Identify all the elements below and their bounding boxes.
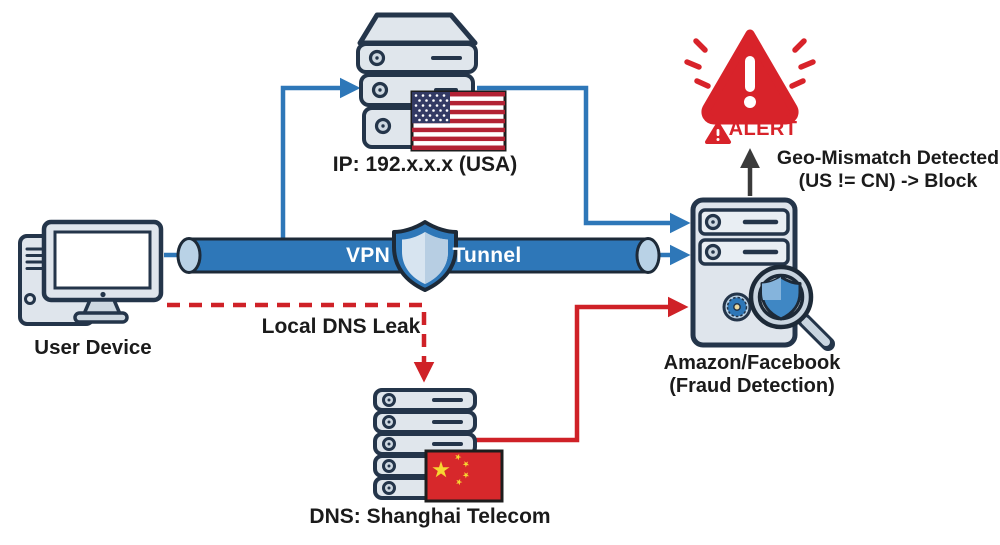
fraud-server-label-line1: Amazon/Facebook [663,352,841,374]
edges [164,77,760,443]
user-device-label: User Device [34,336,152,359]
magnifier-shield-icon [748,264,835,351]
server-rack-china-flag-icon [373,388,504,503]
server-tower-magnifier-shield-icon [690,197,835,351]
server-stack-usa-flag-icon [356,12,507,152]
fraud-server-label: Amazon/Facebook (Fraud Detection) [664,352,841,398]
edge-dns-leak-dashed [167,302,435,383]
shield-icon [392,220,458,292]
edge-dns-server-to-fraud-server [476,296,689,443]
dns-server-label: DNS: Shanghai Telecom [309,505,551,528]
alert-label: ALERT [728,118,798,140]
fraud-server-label-line2: (Fraud Detection) [669,375,835,397]
tunnel-left-cap [176,237,202,274]
tunnel-pipe-shield-icon [176,220,661,292]
geo-mismatch-line1: Geo-Mismatch Detected [776,147,1000,169]
edge-usa-server-to-fraud-server [477,85,691,234]
usa-server-ip-label: IP: 192.x.x.x (USA) [332,153,518,176]
warning-triangle-icon [684,29,816,144]
vpn-label: VPN [345,244,391,267]
geo-mismatch-label: Geo-Mismatch Detected (US != CN) -> Bloc… [777,147,999,193]
desktop-computer-icon [18,219,164,326]
tunnel-label: Tunnel [452,244,522,267]
edge-tunnel-to-usa-server [280,77,361,241]
dns-leak-label: Local DNS Leak [261,315,421,338]
usa-flag-icon [410,90,507,152]
china-flag-icon [424,449,504,503]
fingerprint-sensor-icon [722,292,752,322]
alert-badge-triangle-icon [705,122,731,144]
tunnel-right-cap [635,237,661,274]
alert-rays [684,38,816,89]
geo-mismatch-line2: (US != CN) -> Block [798,170,978,192]
